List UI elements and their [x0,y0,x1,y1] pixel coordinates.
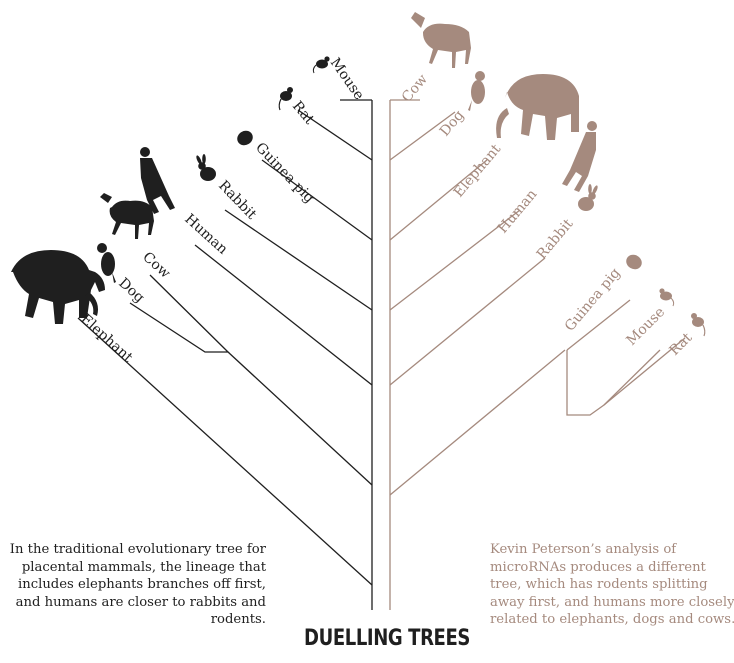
label-rabbit: Rabbit [215,178,260,223]
label-rat: Rat [289,98,317,128]
branch-rat [297,109,373,161]
branch-rodent-clade [566,337,686,416]
branch-cow-dog-clade [129,274,230,353]
cow-icon-r [411,12,471,68]
label-dog-r: Dog [437,107,468,139]
branch-dog-r [389,111,456,161]
dog-icon-r [468,71,485,111]
human-icon [140,147,175,214]
rat-icon-r [691,313,706,337]
branch-guinea-pig [261,159,373,241]
branch-human-r [389,209,521,311]
elephant-icon-r [496,74,579,140]
label-rat-r: Rat [667,330,696,359]
traditional-tree-caption: In the traditional evolutionary tree for… [9,542,266,627]
label-guinea-pig-r: Guinea pig [562,265,624,334]
label-human-r: Human [495,187,541,237]
branch-elephant [77,317,373,586]
label-rabbit-r: Rabbit [534,216,577,263]
diagram-title: DUELLING TREES [304,626,470,651]
rabbit-icon [196,154,216,181]
branch-mouse-r [603,349,661,406]
label-cow: Cow [139,249,173,282]
microrna-tree-caption: Kevin Peterson’s analysis of microRNAs p… [490,542,734,627]
elephant-icon [11,250,105,324]
label-cow-r: Cow [399,71,431,105]
microrna-icons [411,12,706,337]
mouse-icon-r [659,288,675,307]
label-elephant: Elephant [77,311,136,366]
dog-icon [97,243,116,283]
mouse-icon [312,56,330,74]
branch-human [194,244,373,386]
label-human: Human [181,211,230,258]
label-dog: Dog [115,275,147,306]
traditional-tree [77,99,373,610]
label-elephant-r: Elephant [451,141,505,201]
branch-guinea-pig-r [566,299,631,351]
human-icon-r [562,121,597,192]
rabbit-icon-r [578,184,598,211]
branch-rabbit-r [389,257,546,386]
guinea-pig-icon-r [626,254,642,270]
branch-rodents-r [389,349,566,496]
label-guinea-pig: Guinea pig [252,140,317,207]
branch-elephant-r [389,159,488,241]
cow-icon [100,193,154,239]
traditional-icons [11,56,330,324]
label-mouse: Mouse [327,55,367,103]
branch-cow-dog [227,351,373,486]
microrna-tree [389,99,686,610]
label-mouse-r: Mouse [624,304,669,349]
branch-rabbit [224,209,373,311]
guinea-pig-icon [237,130,253,146]
rat-icon [278,87,293,111]
